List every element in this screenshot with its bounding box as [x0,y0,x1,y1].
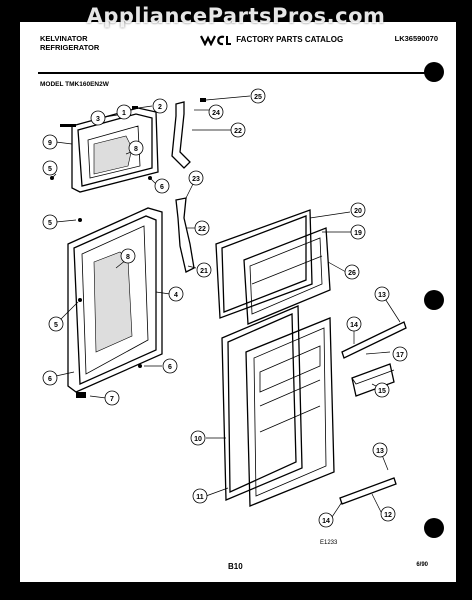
svg-text:5: 5 [48,166,52,173]
page-number: B10 [228,562,243,571]
svg-text:15: 15 [378,388,386,395]
svg-text:26: 26 [348,270,356,277]
svg-text:20: 20 [354,208,362,215]
callout-3: 3 [90,110,106,126]
callout-7: 7 [104,390,120,406]
svg-text:23: 23 [192,176,200,183]
callout-14b: 14 [318,512,334,528]
brand-block: KELVINATOR REFRIGERATOR [40,34,99,52]
exploded-view-diagram: 3 1 2 9 8 5 6 5 8 4 5 6 6 7 24 22 23 22 … [42,88,408,528]
svg-text:6: 6 [160,184,164,191]
callout-4: 4 [168,286,184,302]
callout-24: 24 [208,104,224,120]
catalog-number: LK36590070 [394,34,438,43]
header-divider [38,72,428,74]
binder-hole-bottom [424,518,444,538]
callout-1: 1 [116,104,132,120]
catalog-title: FACTORY PARTS CATALOG [236,35,344,45]
callout-5b: 5 [42,214,58,230]
svg-text:5: 5 [54,322,58,329]
callout-6a: 6 [154,178,170,194]
svg-text:9: 9 [48,140,52,147]
callout-13a: 13 [374,286,390,302]
svg-text:25: 25 [254,94,262,101]
hardware-parts [50,98,206,398]
callout-17: 17 [392,346,408,362]
svg-text:10: 10 [194,436,202,443]
parts-diagram-sheet: KELVINATOR REFRIGERATOR FACTORY PARTS CA… [20,22,456,582]
callout-12: 12 [380,506,396,522]
svg-text:6: 6 [168,364,172,371]
callout-23: 23 [188,170,204,186]
brand-logo-icon [200,35,231,47]
svg-text:12: 12 [384,512,392,519]
callout-26: 26 [344,264,360,280]
callout-21: 21 [196,262,212,278]
fresh-food-door-inner-liner [245,317,335,507]
callout-6c: 6 [42,370,58,386]
model-number: MODEL TMK160EN2W [40,81,109,88]
callout-6b: 6 [162,358,178,374]
callout-22b: 22 [194,220,210,236]
svg-text:14: 14 [322,518,330,525]
svg-text:8: 8 [134,146,138,153]
hinge-channel-upper [171,101,191,169]
svg-text:7: 7 [110,396,114,403]
callout-20: 20 [350,202,366,218]
fresh-food-gasket [221,305,303,501]
svg-text:24: 24 [212,110,220,117]
svg-text:21: 21 [200,268,208,275]
butter-compartment [351,363,395,397]
freezer-liner [243,227,331,325]
callout-15: 15 [374,382,390,398]
binder-hole-top [424,62,444,82]
callout-25: 25 [250,88,266,104]
product-name: REFRIGERATOR [40,43,100,52]
freezer-door-liner [93,135,133,175]
callout-2: 2 [152,98,168,114]
svg-text:19: 19 [354,230,362,237]
svg-text:13: 13 [378,292,386,299]
fresh-food-door [67,207,163,393]
catalog-title-block: FACTORY PARTS CATALOG [200,34,344,47]
callout-22a: 22 [230,122,246,138]
svg-text:17: 17 [396,352,404,359]
svg-text:11: 11 [196,494,204,501]
callout-5a: 5 [42,160,58,176]
callout-5c: 5 [48,316,64,332]
revision-date: 6/90 [416,562,428,568]
callout-8b: 8 [120,248,136,264]
callout-9: 9 [42,134,58,150]
door-shelf-rail-lower [339,477,397,505]
svg-text:2: 2 [158,104,162,111]
svg-text:13: 13 [376,448,384,455]
svg-text:8: 8 [126,254,130,261]
binder-hole-middle [424,290,444,310]
svg-text:3: 3 [96,116,100,123]
svg-text:4: 4 [174,292,178,299]
callout-13b: 13 [372,442,388,458]
svg-text:22: 22 [234,128,242,135]
figure-code: E1233 [320,540,338,546]
svg-text:22: 22 [198,226,206,233]
watermark: AppliancePartsPros.com [86,4,386,28]
callout-19: 19 [350,224,366,240]
callouts: 3 1 2 9 8 5 6 5 8 4 5 6 6 7 24 22 23 22 … [42,88,408,528]
freezer-gasket [215,209,313,319]
door-shelf-rail-upper [341,321,407,359]
callout-8a: 8 [128,140,144,156]
brand-name: KELVINATOR [40,34,88,43]
svg-text:1: 1 [122,110,126,117]
fresh-food-door-liner [93,251,133,353]
callout-14a: 14 [346,316,362,332]
svg-text:14: 14 [350,322,358,329]
svg-text:6: 6 [48,376,52,383]
callout-10: 10 [190,430,206,446]
callout-11: 11 [192,488,208,504]
hinge-channel-lower [175,197,195,273]
svg-text:5: 5 [48,220,52,227]
